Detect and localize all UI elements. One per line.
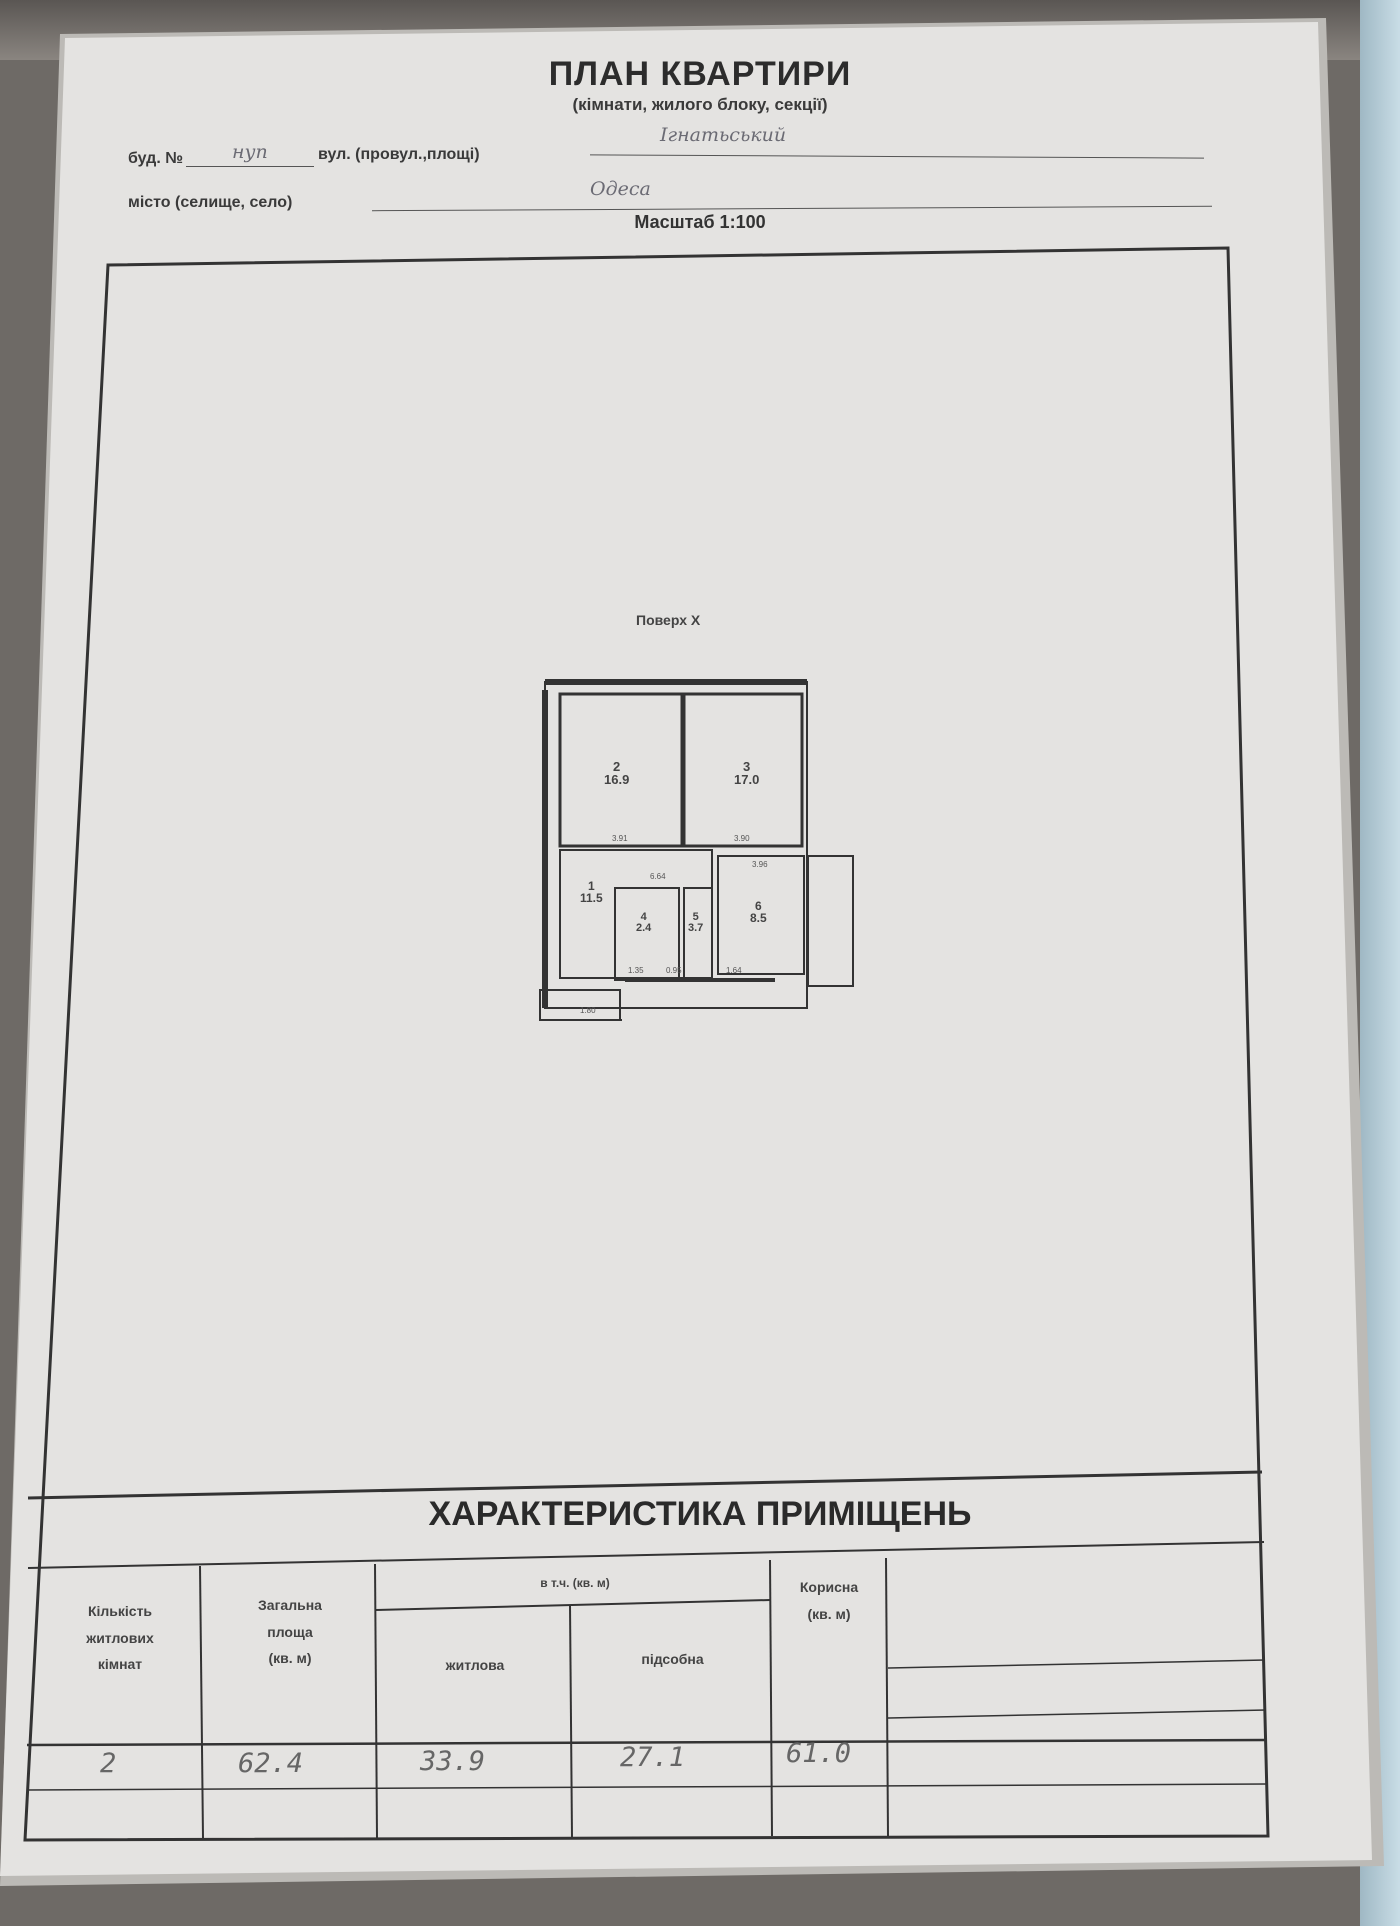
value-useful-area: 61.0 xyxy=(786,1738,852,1769)
building-value: нуп xyxy=(232,141,268,163)
value-living-area: 33.9 xyxy=(420,1746,486,1777)
room-area: 2.4 xyxy=(636,922,652,934)
col-total-header: Загальна площа (кв. м) xyxy=(220,1592,360,1672)
header-line: Загальна xyxy=(258,1597,322,1613)
value-aux-area: 27.1 xyxy=(620,1742,686,1773)
room-label: 3 17.0 xyxy=(734,760,759,786)
col-useful-header: Корисна (кв. м) xyxy=(772,1574,886,1627)
floor-label: Поверх X xyxy=(636,612,701,628)
document-title: ПЛАН КВАРТИРИ xyxy=(548,55,852,93)
document-subtitle: (кімнати, жилого блоку, секції) xyxy=(572,95,828,114)
header-line: (кв. м) xyxy=(807,1605,851,1622)
dimension-label: 3.96 xyxy=(752,860,768,869)
room-number: 6 xyxy=(755,899,762,913)
room-area: 3.7 xyxy=(688,922,704,934)
street-label: вул. (провул.,площі) xyxy=(318,146,480,163)
room-number: 5 xyxy=(692,911,699,923)
dimension-label: 1.80 xyxy=(580,1006,596,1015)
col-incl-header: в т.ч. (кв. м) xyxy=(540,1576,610,1590)
room-label: 4 2.4 xyxy=(636,912,651,934)
header-line: кімнат xyxy=(97,1656,143,1673)
header-line: житлових xyxy=(86,1629,154,1646)
room-label: 1 11.5 xyxy=(580,880,603,904)
value-rooms: 2 xyxy=(100,1748,117,1779)
header-line: (кв. м) xyxy=(268,1650,312,1667)
building-label: буд. № xyxy=(128,150,184,167)
room-label: 2 16.9 xyxy=(604,760,629,786)
header-line: площа xyxy=(267,1623,313,1640)
scale-label: Масштаб 1:100 xyxy=(634,212,766,232)
room-number: 4 xyxy=(640,911,647,923)
city-label: місто (селище, село) xyxy=(128,194,293,211)
header-line: Кількість xyxy=(87,1603,153,1619)
dimension-label: 0.95 xyxy=(666,966,682,975)
building-underline xyxy=(186,166,314,167)
room-label: 5 3.7 xyxy=(688,912,703,934)
street-value: Ігнатьський xyxy=(660,124,787,146)
dimension-label: 6.64 xyxy=(650,872,666,881)
col-rooms-header: Кількість житлових кімнат xyxy=(50,1598,190,1678)
room-number: 1 xyxy=(588,879,595,893)
room-area: 17.0 xyxy=(734,772,760,787)
dimension-label: 3.90 xyxy=(734,834,750,843)
col-aux-header: підсобна xyxy=(641,1651,704,1667)
header-line: Корисна xyxy=(799,1579,859,1595)
room-number: 3 xyxy=(743,759,751,774)
room-area: 11.5 xyxy=(580,891,603,905)
room-label: 6 8.5 xyxy=(750,900,767,924)
dimension-label: 1.64 xyxy=(726,966,742,975)
dimension-label: 3.91 xyxy=(612,834,628,843)
room-area: 16.9 xyxy=(604,772,630,787)
dimension-label: 1.35 xyxy=(628,966,644,975)
room-area: 8.5 xyxy=(750,911,767,925)
characteristics-title: ХАРАКТЕРИСТИКА ПРИМІЩЕНЬ xyxy=(428,1495,972,1533)
value-total-area: 62.4 xyxy=(238,1748,304,1779)
room-number: 2 xyxy=(613,759,621,774)
col-living-header: житлова xyxy=(445,1657,505,1673)
city-value: Одеса xyxy=(590,178,651,200)
